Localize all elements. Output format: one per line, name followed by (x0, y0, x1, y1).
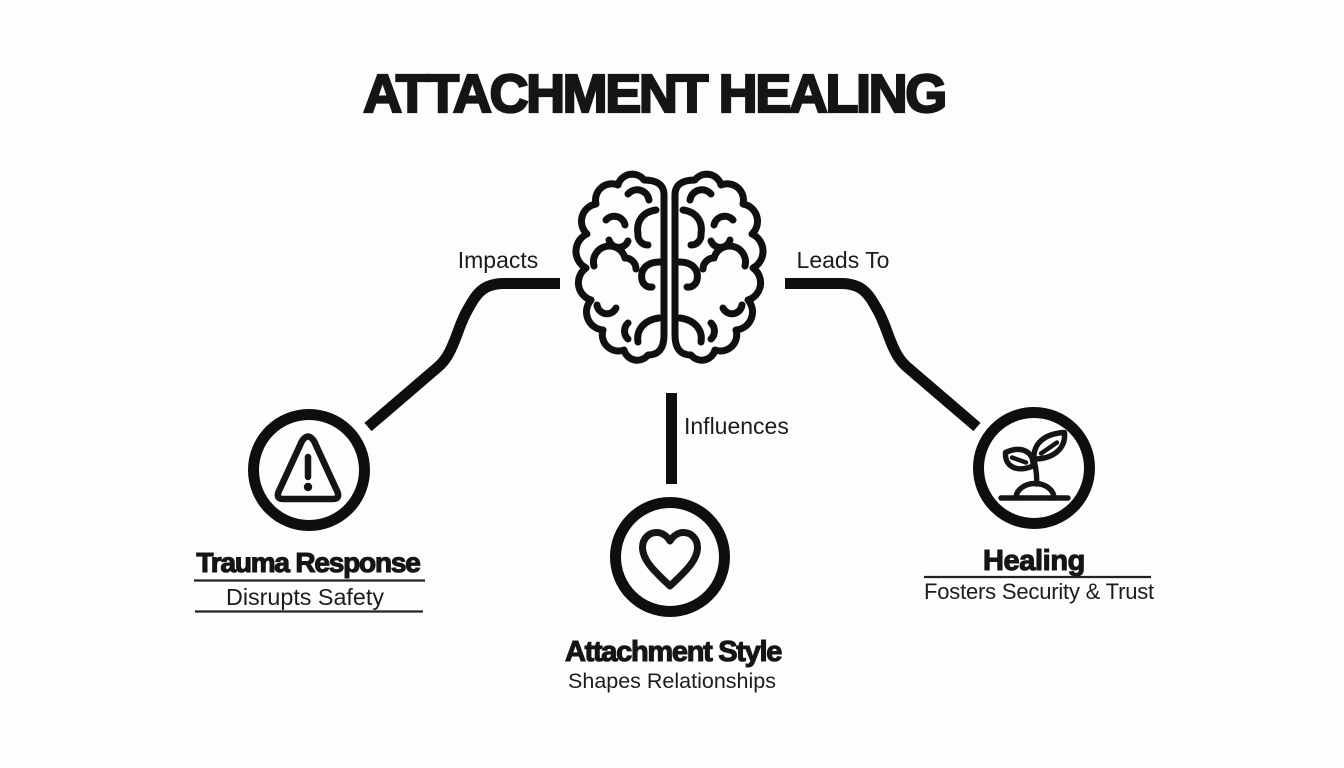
svg-text:Impacts: Impacts (458, 247, 539, 273)
svg-text:Attachment Style: Attachment Style (565, 636, 782, 668)
svg-text:Trauma Response: Trauma Response (196, 547, 420, 578)
svg-text:Leads To: Leads To (797, 247, 890, 273)
svg-text:Disrupts Safety: Disrupts Safety (226, 584, 384, 610)
svg-text:Shapes Relationships: Shapes Relationships (568, 669, 776, 693)
svg-text:Fosters Security & Trust: Fosters Security & Trust (924, 579, 1154, 604)
svg-text:Healing: Healing (983, 545, 1085, 577)
svg-text:Influences: Influences (684, 413, 789, 439)
svg-text:ATTACHMENT HEALING: ATTACHMENT HEALING (363, 64, 945, 124)
